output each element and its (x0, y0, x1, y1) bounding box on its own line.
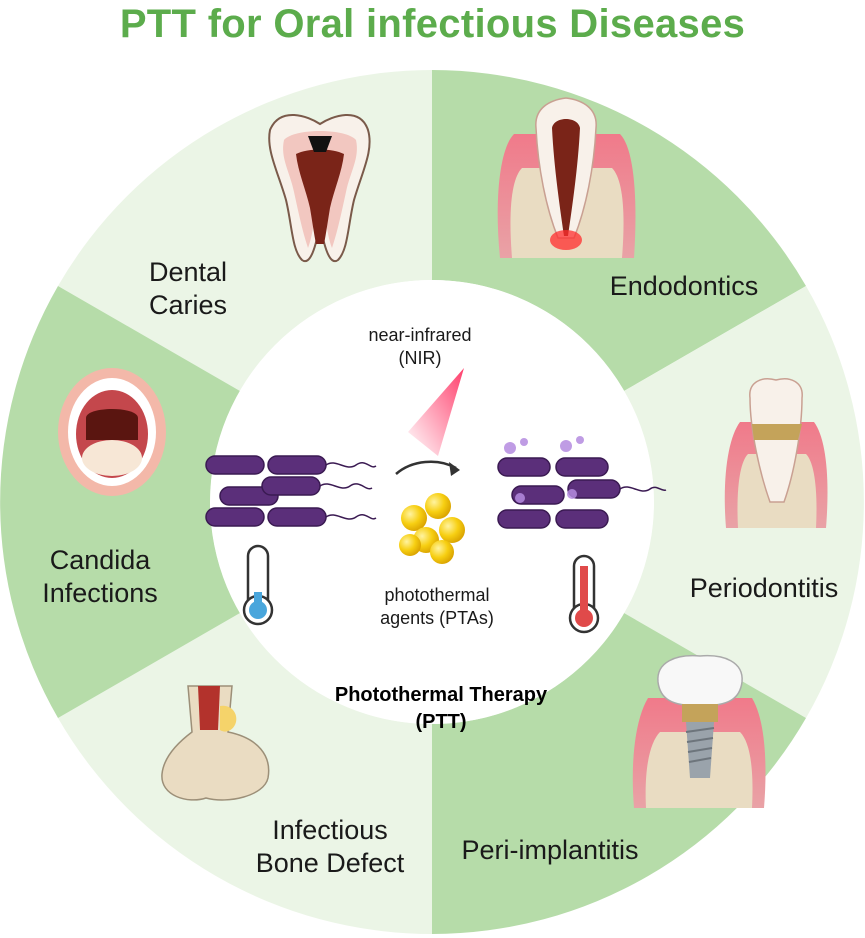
tooth-periodontitis-icon (724, 378, 828, 528)
bacteria-icon (205, 455, 327, 527)
endodontics-label: Endodontics (609, 271, 759, 301)
open-mouth-icon (58, 368, 166, 496)
peri-implantitis-label: Peri-implantitis (461, 835, 639, 865)
nir-beam-icon (408, 368, 464, 456)
thermometer-cold-icon (242, 544, 274, 626)
ptas-label: photothermal agents (PTAs) (380, 585, 494, 628)
candida-infections-label: Candida Infections (42, 545, 158, 608)
nir-label: near-infrared (NIR) (368, 325, 472, 368)
page-title: PTT for Oral infectious Diseases (119, 2, 746, 46)
infectious-bone-defect-label: Infectious Bone Defect (255, 815, 405, 878)
tooth-endodontic-icon (497, 97, 636, 258)
gold-nanoparticles-icon (399, 493, 465, 564)
segment-candida-infections (0, 286, 240, 718)
damaged-bacteria-icon (497, 457, 621, 529)
ptt-label: Photothermal Therapy (PTT) (334, 684, 548, 733)
thermometer-hot-icon (568, 554, 600, 634)
bone-joint-icon (161, 685, 270, 801)
dental-implant-icon (632, 654, 766, 808)
periodontitis-label: Periodontitis (689, 573, 839, 603)
dental-caries-label: Dental Caries (148, 257, 228, 320)
tooth-caries-icon (268, 113, 371, 263)
